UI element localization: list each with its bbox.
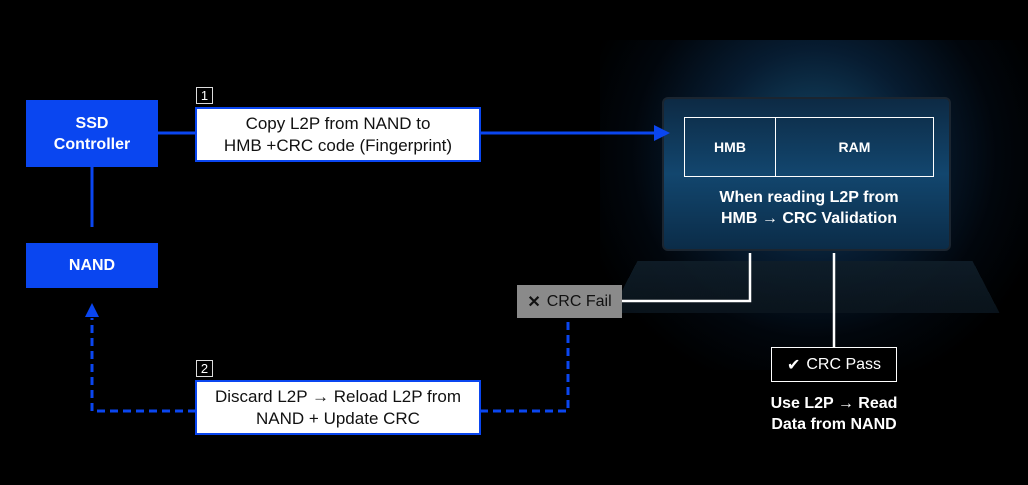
step-2-box: Discard L2P → Reload L2P from NAND + Upd…: [195, 380, 481, 435]
crc-fail-label: CRC Fail: [546, 292, 612, 310]
hmb-block: HMB: [684, 117, 776, 177]
step-1-box: Copy L2P from NAND to HMB +CRC code (Fin…: [195, 107, 481, 162]
crc-pass-caption: Use L2P → Read Data from NAND: [770, 395, 898, 433]
crc-pass-badge: ✔ CRC Pass: [771, 347, 897, 382]
laptop-screen: [662, 97, 951, 251]
x-icon: ✕: [527, 293, 541, 311]
ssd-controller-node: SSD Controller: [26, 100, 158, 167]
step-2-badge: 2: [196, 360, 213, 377]
step2-arrowhead: [85, 303, 99, 317]
step2-dashed-right: [480, 322, 570, 413]
crc-pass-label: CRC Pass: [806, 355, 882, 373]
host-caption: When reading L2P from HMB → CRC Validati…: [719, 189, 899, 227]
check-icon: ✔: [786, 356, 801, 374]
ram-block: RAM: [775, 117, 934, 177]
step-1-badge: 1: [196, 87, 213, 104]
nand-node: NAND: [26, 243, 158, 288]
step1-arrowhead: [654, 125, 670, 141]
fail-connector: [622, 253, 752, 303]
crc-fail-badge: ✕ CRC Fail: [517, 285, 622, 318]
step2-dashed-left: [90, 318, 196, 413]
